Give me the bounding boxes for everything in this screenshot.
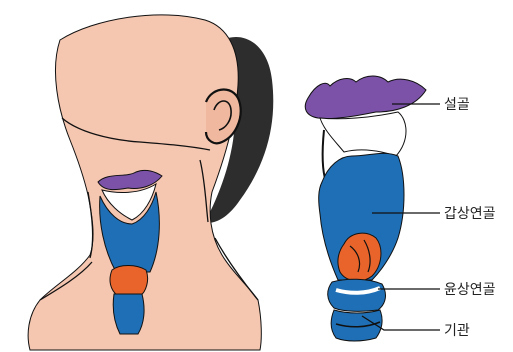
head-neck-illustration (28, 15, 273, 350)
neck-cricoid-cartilage (110, 266, 148, 297)
hyoid-bone (305, 76, 426, 119)
neck-trachea (113, 294, 144, 334)
label-text-thyroid: 갑상연골 (444, 206, 496, 222)
label-cricoid: 윤상연골 (378, 282, 496, 298)
label-text-trachea: 기관 (444, 323, 470, 339)
label-text-cricoid: 윤상연골 (444, 282, 496, 298)
cricoid-cartilage (328, 279, 386, 311)
larynx-detail (305, 76, 426, 341)
label-text-hyoid: 설골 (444, 97, 470, 113)
thyrohyoid-membrane (320, 112, 406, 156)
